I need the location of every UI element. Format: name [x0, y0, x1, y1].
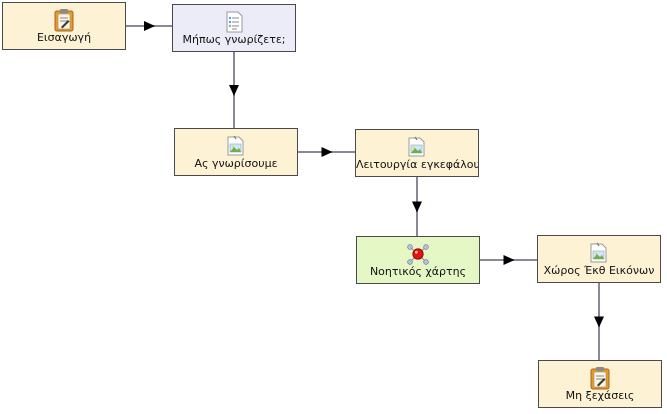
node-label: Εισαγωγή	[36, 31, 92, 44]
node-n1[interactable]: Εισαγωγή	[2, 2, 126, 50]
node-label: Ας γνωρίσουμε	[194, 157, 278, 170]
clipboard-icon	[52, 8, 76, 32]
image-page-icon	[587, 241, 611, 265]
node-n4[interactable]: Λειτουργία εγκεφάλου	[355, 129, 479, 177]
image-page-icon	[405, 135, 429, 159]
mindmap-molecule-icon	[406, 242, 430, 266]
edge-n3-n4-arrow	[321, 147, 333, 157]
node-label: Μήπως γνωρίζετε;	[182, 33, 286, 46]
edge-n5-n6-arrow	[503, 255, 515, 265]
node-label: Λειτουργία εγκεφάλου	[356, 158, 478, 171]
node-n6[interactable]: Χώρος Έκθ Εικόνων	[537, 235, 661, 283]
node-label: Νοητικός χάρτης	[369, 265, 467, 278]
node-n5[interactable]: Νοητικός χάρτης	[356, 236, 480, 284]
clipboard-icon	[588, 366, 612, 390]
node-label: Χώρος Έκθ Εικόνων	[543, 264, 655, 277]
document-list-icon	[222, 10, 246, 34]
edge-n4-n5-arrow	[412, 201, 422, 213]
node-n2[interactable]: Μήπως γνωρίζετε;	[172, 4, 296, 52]
node-label: Μη ξεχάσεις	[565, 389, 635, 402]
node-n3[interactable]: Ας γνωρίσουμε	[174, 128, 298, 176]
edge-n6-n7-arrow	[594, 316, 604, 328]
edge-n2-n3-arrow	[229, 85, 239, 96]
node-n7[interactable]: Μη ξεχάσεις	[538, 360, 662, 408]
image-page-icon	[224, 134, 248, 158]
edge-n1-n2-arrow	[144, 21, 155, 31]
